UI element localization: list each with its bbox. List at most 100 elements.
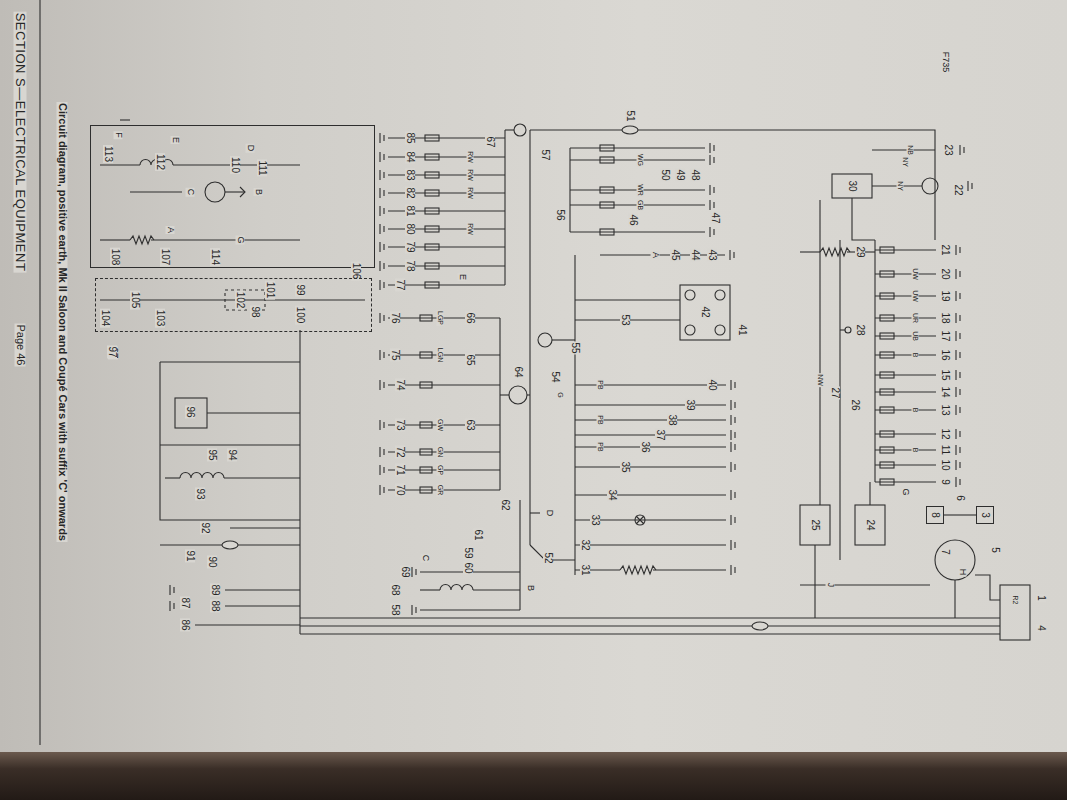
callout-number: 72	[395, 445, 405, 458]
bulb-symbol	[880, 407, 894, 413]
earth-symbol	[730, 250, 734, 260]
wire	[768, 625, 1000, 626]
earth-symbol	[968, 181, 972, 191]
wire-colour-code: NW	[817, 373, 824, 387]
bulb-symbol	[425, 244, 439, 250]
callout-number: 47	[710, 211, 720, 224]
wire-colour-code: UW	[912, 267, 919, 281]
wire	[195, 624, 300, 625]
wire-colour-code: UR	[912, 312, 919, 324]
wire	[819, 200, 820, 505]
callout-number: 38	[667, 413, 677, 426]
fuse-block	[855, 505, 885, 545]
wire	[388, 284, 505, 285]
callout-number: 82	[405, 186, 415, 199]
callout-number: 39	[685, 398, 695, 411]
wire	[814, 545, 815, 618]
callout-number: 89	[210, 583, 220, 596]
wire	[499, 318, 500, 490]
callout-number: 55	[570, 341, 580, 354]
earth-symbol	[412, 605, 416, 615]
page-rule	[39, 0, 40, 745]
callout-number: 20	[940, 267, 950, 280]
callout-number: 104	[100, 309, 110, 328]
wire-colour-code: GP	[437, 464, 444, 476]
callout-number: 85	[405, 131, 415, 144]
callout-number: 83	[405, 168, 415, 181]
callout-number: 41	[737, 323, 747, 336]
terminal	[685, 325, 695, 335]
earth-symbol	[710, 155, 714, 165]
bulb-symbol	[600, 157, 614, 163]
earth-symbol	[380, 280, 384, 290]
callout-number: 79	[405, 240, 415, 253]
wire	[299, 330, 300, 634]
callout-number: 92	[200, 521, 210, 534]
terminal-letter: B	[526, 584, 535, 592]
wire	[160, 544, 222, 545]
coil-symbol	[440, 585, 473, 591]
earth-symbol	[170, 585, 174, 595]
wire	[575, 494, 726, 495]
wire-colour-code: B	[912, 407, 919, 414]
wire	[151, 239, 300, 240]
wire-colour-code: B	[912, 447, 919, 454]
callout-number: 13	[940, 403, 950, 416]
wire	[839, 240, 840, 560]
wire	[875, 433, 936, 434]
callout-number: 103	[155, 309, 165, 328]
wire	[638, 130, 935, 240]
figure-code: F735	[941, 51, 950, 74]
callout-number: 24	[865, 518, 875, 531]
bulb-symbol	[425, 135, 439, 141]
figure-caption: Circuit diagram, positive earth, Mk II S…	[57, 102, 68, 542]
wire-colour-code: LGN	[437, 347, 444, 363]
wire	[575, 466, 726, 467]
earth-symbol	[956, 331, 960, 341]
bulb-symbol	[880, 479, 894, 485]
callout-number: 52	[543, 551, 553, 564]
wire	[875, 464, 936, 465]
wire	[575, 434, 726, 435]
callout-number: 11	[940, 444, 950, 456]
wire-colour-code: NB	[907, 144, 914, 156]
terminal-letter: C	[421, 554, 430, 563]
callout-number: 23	[943, 143, 953, 156]
earth-symbol	[380, 261, 384, 271]
bulb-symbol	[420, 449, 432, 455]
callout-number: 99	[295, 283, 305, 296]
terminal-letter: G	[236, 235, 245, 244]
callout-number: 19	[940, 289, 950, 302]
callout-number: 21	[940, 243, 950, 256]
callout-number: 12	[940, 427, 950, 440]
wire	[473, 589, 520, 590]
callout-number: 81	[405, 204, 415, 217]
wire	[874, 240, 875, 482]
wire	[875, 295, 936, 296]
callout-number: 58	[390, 603, 400, 616]
wire	[238, 544, 300, 545]
wire	[160, 361, 300, 362]
wire	[552, 339, 575, 340]
wire-colour-code: R2	[1012, 595, 1019, 606]
callout-number: 49	[675, 168, 685, 181]
component-box: 8	[926, 506, 944, 524]
wire	[100, 239, 130, 240]
wire-colour-code: GN	[437, 446, 444, 459]
lamp-symbol	[635, 515, 645, 525]
callout-number: 22	[953, 183, 963, 196]
wire	[420, 589, 440, 590]
callout-number: 75	[390, 348, 400, 361]
callout-number: 45	[670, 248, 680, 261]
bulb-symbol	[880, 462, 894, 468]
wire	[575, 299, 680, 300]
bulb-symbol	[600, 202, 614, 208]
switch-symbol	[514, 124, 526, 136]
wire-colour-code: UB	[912, 330, 919, 342]
bulb-symbol	[880, 293, 894, 299]
switch-block	[680, 285, 730, 340]
callout-number: 71	[395, 463, 405, 476]
terminal	[715, 290, 725, 300]
wire	[653, 569, 726, 570]
